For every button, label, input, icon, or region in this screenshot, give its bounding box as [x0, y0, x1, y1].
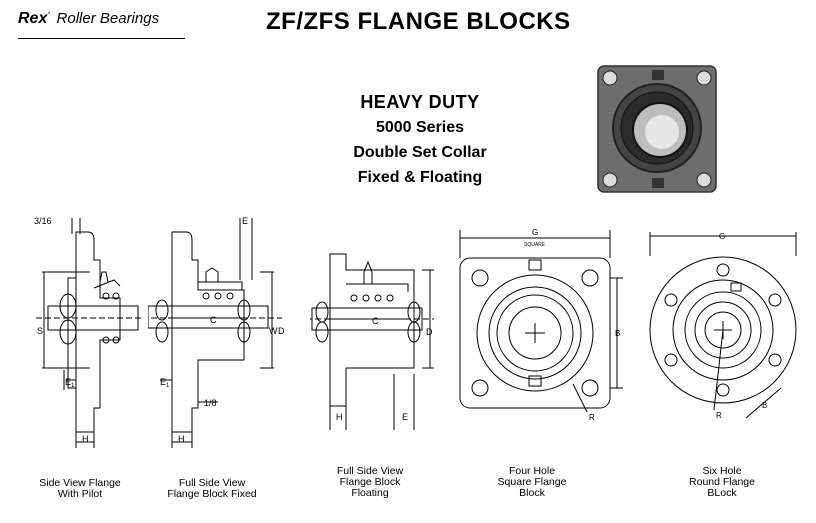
dim-r-square: R [589, 413, 595, 422]
dim-square-note: SQUARE [524, 242, 546, 248]
caption-full-side-fixed: Full Side View Flange Block Fixed [167, 477, 257, 500]
dim-h-floating: H [336, 412, 343, 422]
subtitle-series: 5000 Series [375, 119, 465, 136]
dim-b-square: B [615, 329, 620, 338]
caption-six-hole-round: Six Hole Round Flange BLock [689, 465, 755, 499]
product-photo [597, 65, 717, 193]
dim-g-square: G [532, 228, 538, 237]
dim-b-round: B [762, 401, 767, 410]
brand-roller-bearings: Roller Bearings [56, 10, 160, 27]
dim-d: D [278, 326, 285, 336]
caption-side-view-pilot: Side View Flange With Pilot [39, 477, 121, 500]
drawing-full-side-floating: C D H E [310, 253, 434, 430]
dim-e: E [242, 216, 248, 226]
dim-g-round: G [719, 232, 725, 241]
dim-h-fixed: H [178, 434, 185, 444]
dim-h: H [82, 434, 89, 444]
drawing-four-hole-square: G SQUARE B R [459, 228, 623, 422]
drawing-full-side-fixed: E C W D E1 1/8 H [148, 216, 285, 448]
dim-c-floating: C [372, 316, 379, 326]
caption-four-hole-square: Four Hole Square Flange Block [497, 465, 567, 499]
drawing-side-view-pilot: 3/16 S E1 H [34, 216, 144, 448]
dim-3-16: 3/16 [34, 216, 52, 226]
dim-c: C [210, 315, 217, 325]
caption-full-side-floating: Full Side View Flange Block Floating [336, 465, 404, 499]
brand-logo: Rex˙ Roller Bearings [18, 10, 160, 27]
brand-underline [18, 38, 185, 39]
subtitle-heavy-duty: HEAVY DUTY [360, 92, 480, 112]
brand-rex: Rex [18, 10, 48, 27]
dim-s: S [37, 326, 43, 336]
dim-e1-fixed: E1 [160, 377, 170, 389]
dim-1-8: 1/8 [204, 398, 217, 408]
dim-e-floating: E [402, 412, 408, 422]
dim-w: W [269, 326, 278, 336]
dim-r-round: R [716, 411, 722, 420]
subtitle-fixed-floating: Fixed & Floating [357, 169, 483, 186]
subtitle-collar: Double Set Collar [353, 144, 487, 161]
dim-e1: E1 [65, 377, 75, 389]
page-title: ZF/ZFS FLANGE BLOCKS [266, 8, 571, 35]
dim-d-floating: D [426, 327, 433, 337]
drawing-six-hole-round: G R B [649, 232, 797, 420]
